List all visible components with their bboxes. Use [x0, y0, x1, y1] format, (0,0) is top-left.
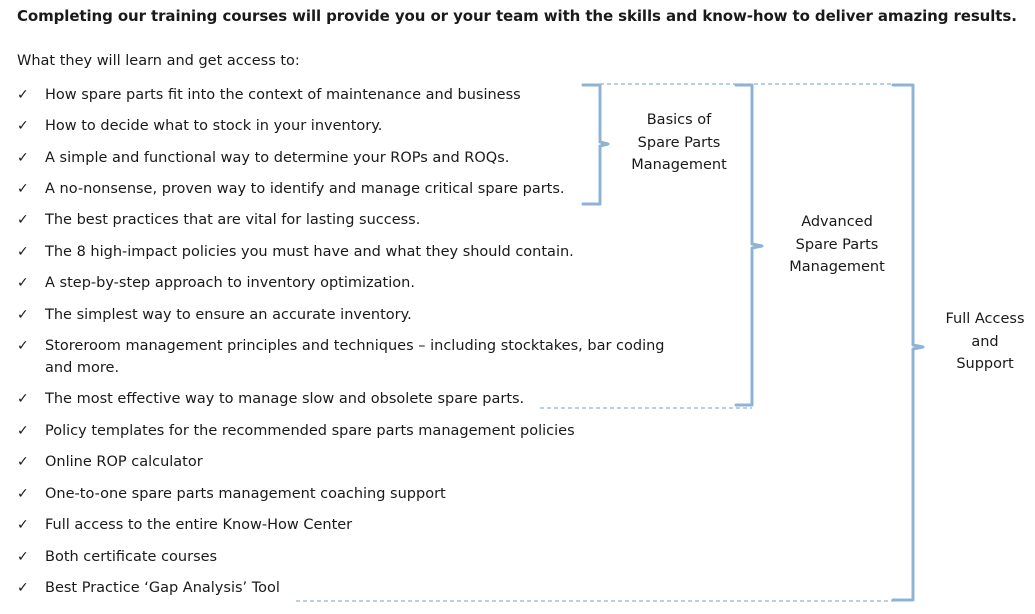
basics-group-label: Basics of Spare Parts Management: [612, 109, 746, 177]
list-item-text: The 8 high-impact policies you must have…: [45, 244, 574, 260]
list-item-continuation: and more.: [45, 360, 120, 376]
list-item-text: Online ROP calculator: [45, 454, 203, 470]
advanced-label-line: Management: [789, 259, 885, 275]
list-item-text: Policy templates for the recommended spa…: [45, 423, 575, 439]
basics-bracket: [581, 83, 610, 206]
list-item-text: One-to-one spare parts management coachi…: [45, 486, 446, 502]
list-item-text: The simplest way to ensure an accurate i…: [45, 307, 412, 323]
checkmark-icon: ✓: [17, 212, 29, 228]
checkmark-icon: ✓: [17, 549, 29, 565]
advanced-label-line: Advanced: [801, 214, 873, 230]
checkmark-icon: ✓: [17, 338, 29, 354]
checkmark-icon: ✓: [17, 244, 29, 260]
list-item-text: Full access to the entire Know-How Cente…: [45, 517, 353, 533]
checkmark-icon: ✓: [17, 454, 29, 470]
page-heading: Completing our training courses will pro…: [17, 7, 1017, 25]
checkmark-icon: ✓: [17, 118, 29, 134]
checkmark-icon: ✓: [17, 391, 29, 407]
list-item-text: The best practices that are vital for la…: [45, 212, 421, 228]
advanced-bracket: [734, 83, 764, 407]
advanced-group-label: Advanced Spare Parts Management: [770, 211, 904, 279]
full-access-label-line: Full Access: [945, 311, 1025, 327]
basics-label-line: Management: [631, 157, 727, 173]
full-access-label-line: Support: [956, 356, 1014, 372]
list-item-text: A step-by-step approach to inventory opt…: [45, 275, 415, 291]
full-access-group-label: Full Access and Support: [929, 308, 1035, 376]
intro-text: What they will learn and get access to:: [17, 53, 300, 69]
checkmark-icon: ✓: [17, 87, 29, 103]
full-access-label-line: and: [971, 333, 999, 350]
list-item-text: A no-nonsense, proven way to identify an…: [45, 181, 565, 197]
list-item-text: Best Practice ‘Gap Analysis’ Tool: [45, 580, 280, 596]
checkmark-icon: ✓: [17, 517, 29, 533]
checkmark-icon: ✓: [17, 181, 29, 197]
list-item-text: The most effective way to manage slow an…: [45, 391, 525, 407]
checkmark-icon: ✓: [17, 423, 29, 439]
checkmark-icon: ✓: [17, 275, 29, 291]
list-item-text: How to decide what to stock in your inve…: [45, 118, 383, 134]
basics-label-line: Spare Parts: [637, 134, 721, 151]
advanced-label-line: Spare Parts: [795, 236, 879, 253]
basics-label-line: Basics of: [646, 112, 712, 128]
list-item-text: Storeroom management principles and tech…: [45, 338, 665, 354]
checkmark-icon: ✓: [17, 150, 29, 166]
checkmark-icon: ✓: [17, 486, 29, 502]
checkmark-icon: ✓: [17, 580, 29, 596]
list-item-text: A simple and functional way to determine…: [45, 150, 510, 166]
checkmark-icon: ✓: [17, 307, 29, 323]
list-item-text: Both certificate courses: [45, 549, 218, 565]
full-access-bracket: [891, 83, 925, 602]
list-item-text: How spare parts fit into the context of …: [45, 87, 521, 103]
